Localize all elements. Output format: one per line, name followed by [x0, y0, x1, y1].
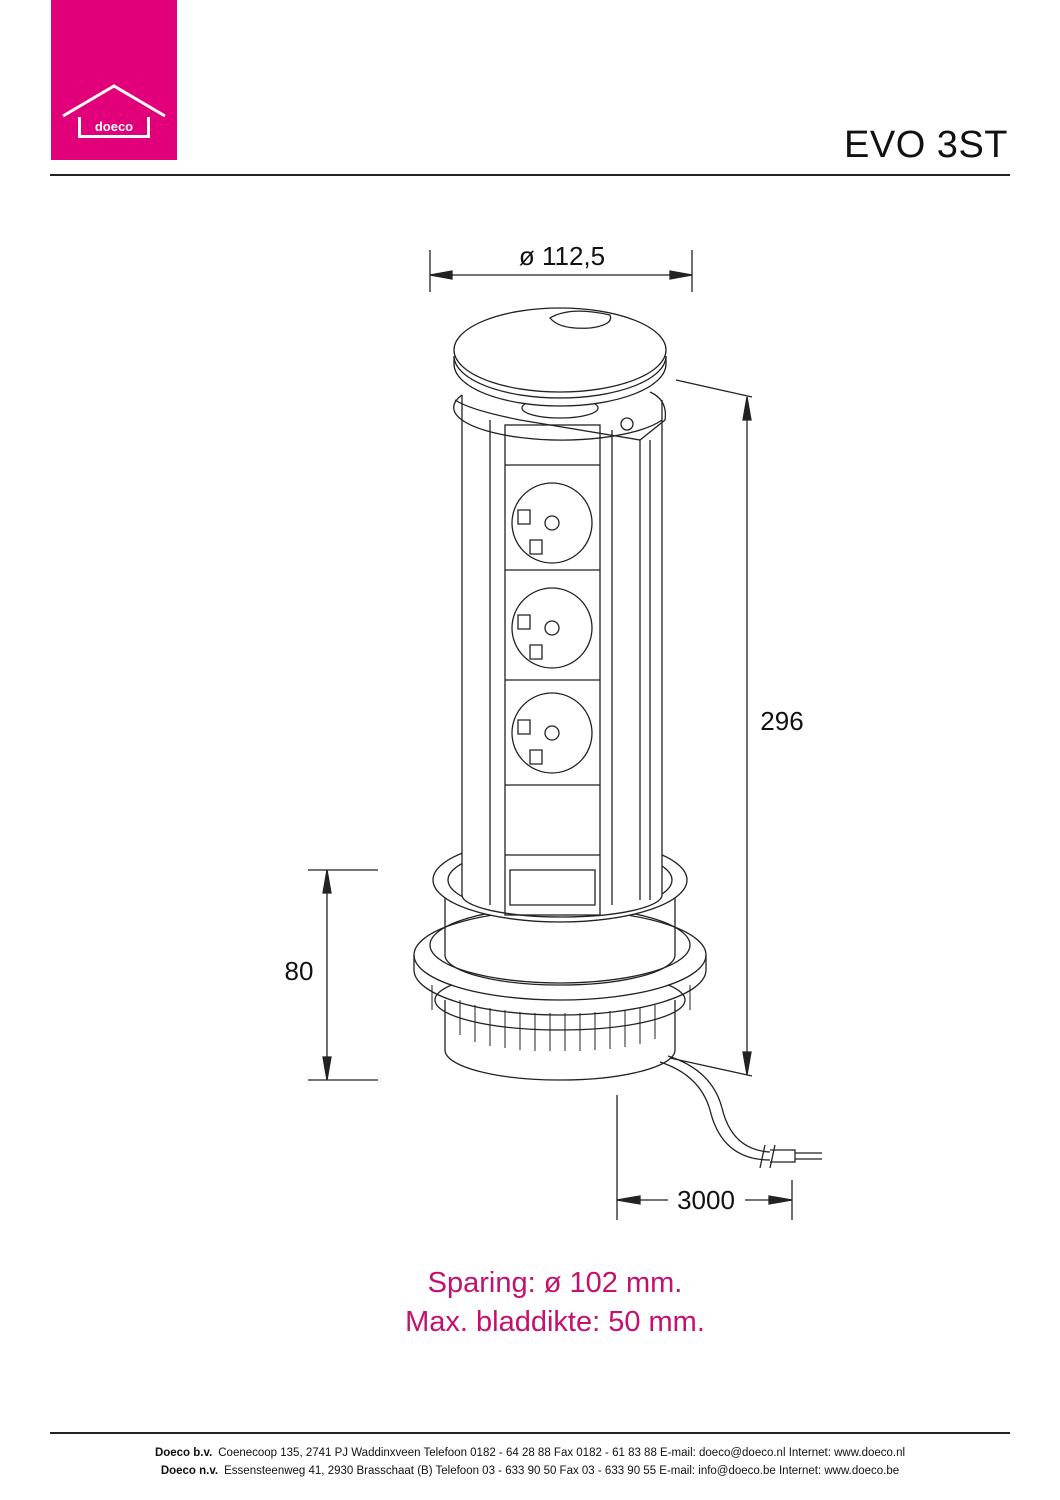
footer-company: Doeco n.v. [160, 1465, 219, 1477]
footer-line-nl: Doeco b.v. Coenecoop 135, 2741 PJ Waddinx… [0, 1447, 1060, 1459]
svg-text:doeco: doeco [95, 119, 133, 134]
footer-details: Coenecoop 135, 2741 PJ Waddinxveen Telef… [218, 1447, 906, 1459]
product-title: EVO 3ST [844, 124, 1008, 166]
depth-label: 80 [285, 956, 314, 986]
height-label: 296 [760, 706, 803, 736]
cable-length-label: 3000 [677, 1185, 735, 1215]
footer-company: Doeco b.v. [154, 1447, 213, 1459]
doeco-logo: doeco [51, 0, 177, 160]
technical-drawing: ø 112,5 296 80 3000 [285, 241, 822, 1220]
footer-divider [50, 1432, 1010, 1434]
thickness-spec: Max. bladdikte: 50 mm. [405, 1306, 705, 1338]
header-divider [50, 174, 1010, 176]
footer-line-be: Doeco n.v. Essensteenweg 41, 2930 Brassch… [0, 1465, 1060, 1477]
diameter-label: ø 112,5 [519, 241, 605, 271]
cutout-spec: Sparing: ø 102 mm. [427, 1267, 683, 1299]
footer-details: Essensteenweg 41, 2930 Brasschaat (B) Te… [224, 1465, 900, 1477]
house-logo-icon: doeco [62, 84, 166, 138]
